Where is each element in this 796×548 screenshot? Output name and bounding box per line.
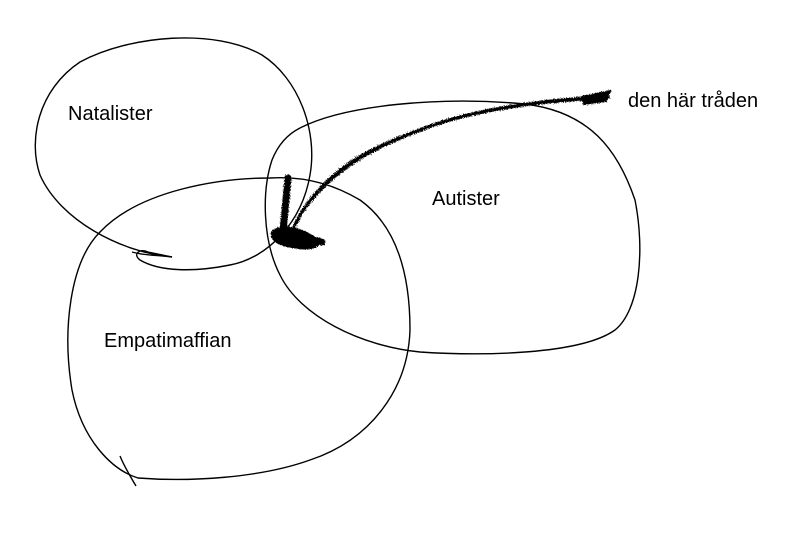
natalister-circle: [34, 37, 313, 271]
arrow-shaft: [288, 95, 610, 237]
natalister-label: Natalister: [68, 103, 153, 125]
empatimaffian-stroke-tail: [119, 455, 137, 487]
pointer-arrow: [270, 89, 612, 250]
arrow-shaft-inner: [299, 98, 601, 217]
arrow-head-smudge: [270, 226, 320, 250]
arrow-tip-blot: [580, 89, 612, 106]
natalister-stroke-tail: [131, 251, 173, 258]
empatimaffian-label: Empatimaffian: [104, 330, 231, 352]
autister-circle: [264, 100, 641, 355]
annotation-label: den här tråden: [628, 90, 758, 112]
autister-label: Autister: [432, 188, 500, 210]
empatimaffian-circle: [67, 176, 411, 481]
